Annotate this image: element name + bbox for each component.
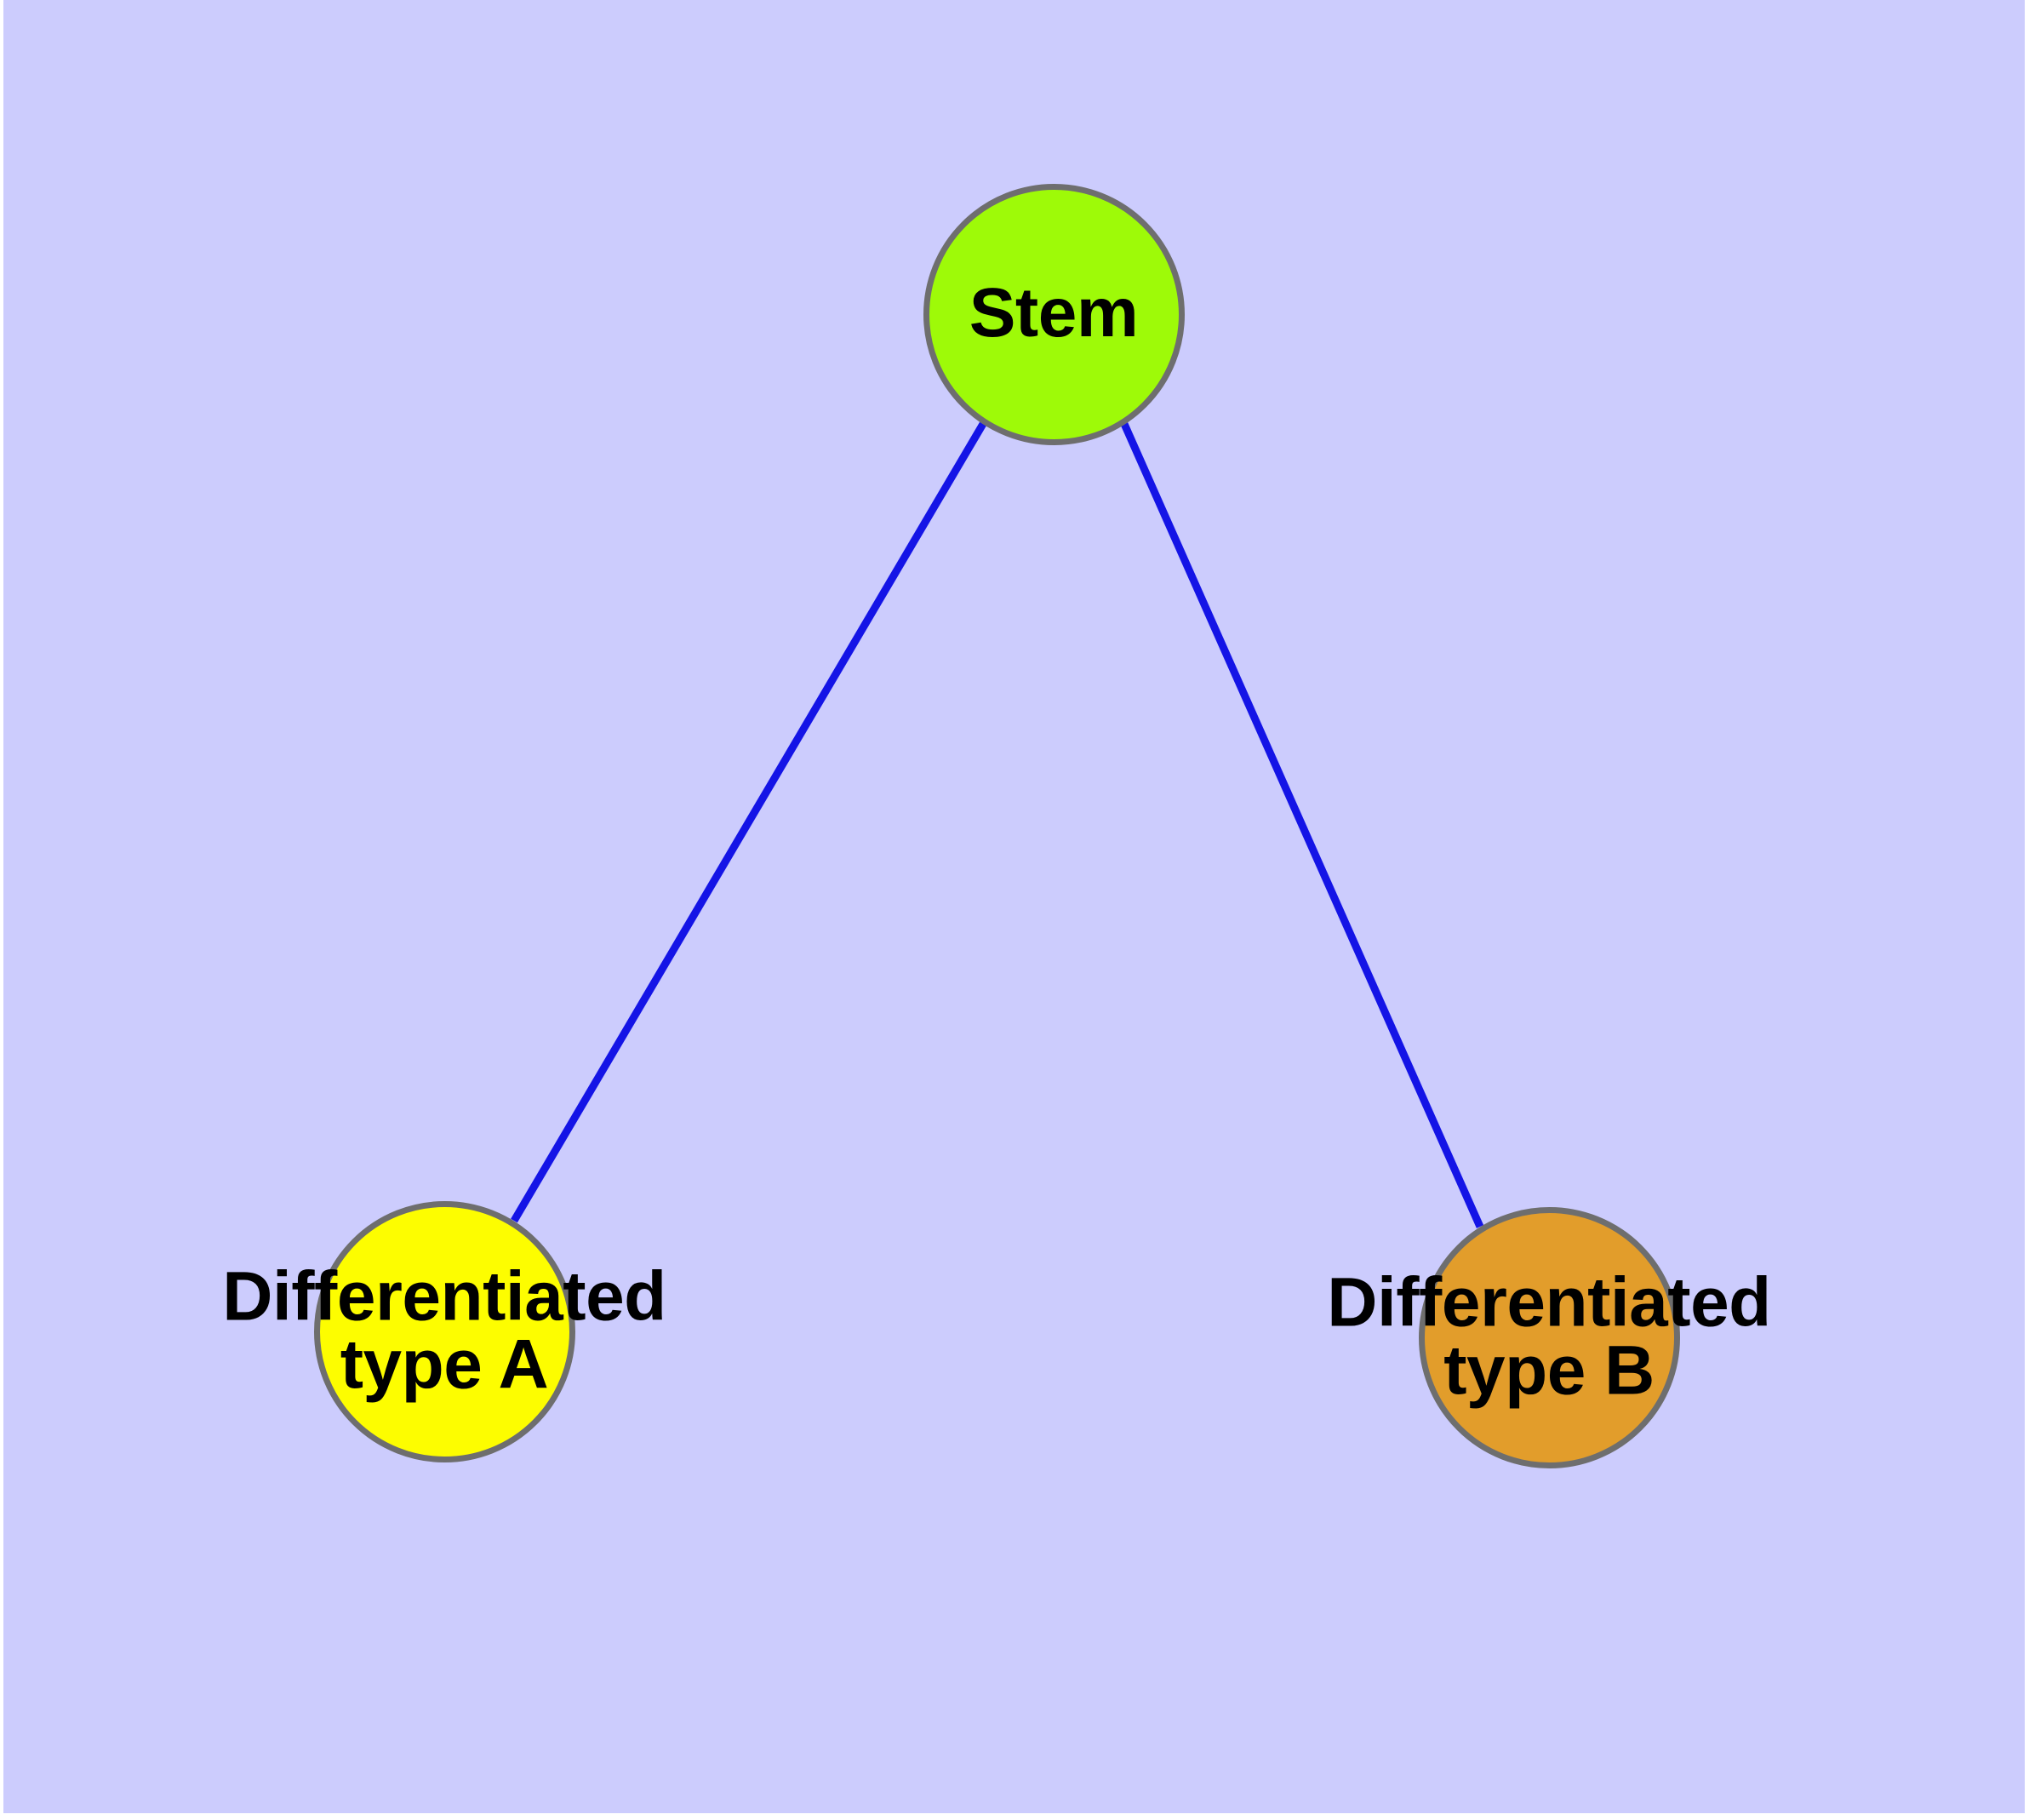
edge-stem-to-differentiated-type-a — [511, 421, 986, 1223]
node-differentiated-type-a[interactable] — [314, 1201, 575, 1462]
node-stem[interactable] — [923, 184, 1185, 445]
edge-layer — [511, 421, 1484, 1228]
node-differentiated-type-b[interactable] — [1419, 1207, 1680, 1468]
graph-plot-area: Stem Differentiated type A Differentiate… — [3, 0, 2025, 1813]
edge-stem-to-differentiated-type-b — [1120, 422, 1484, 1228]
